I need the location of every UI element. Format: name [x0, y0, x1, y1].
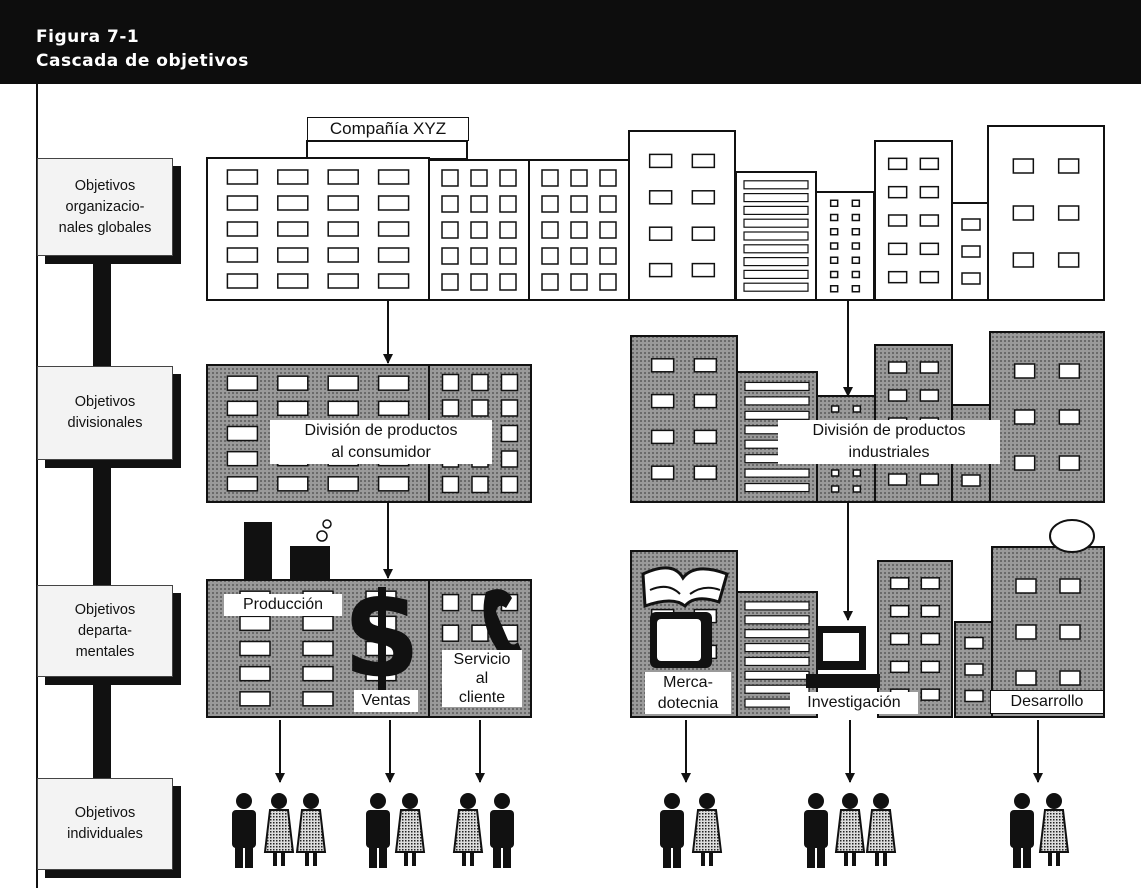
building-icon [989, 331, 1105, 503]
building-icon [815, 191, 875, 301]
person-icon [366, 793, 390, 868]
division-industrial-label: División de productos industriales [778, 420, 1000, 464]
dept-mercadotecnia-label: Merca- dotecnia [645, 672, 731, 714]
tv-icon [650, 612, 712, 668]
dollar-sign-icon: S [344, 577, 420, 700]
figure-frame [36, 84, 1141, 888]
svg-text:S: S [344, 577, 420, 700]
chimney-icon [290, 546, 330, 582]
building-icon [306, 140, 468, 160]
person-icon [691, 793, 723, 866]
building-icon [628, 130, 736, 301]
person-icon [295, 793, 327, 866]
thought-bubble-icon [1049, 519, 1095, 553]
building-icon [987, 125, 1105, 301]
person-icon [232, 793, 256, 868]
person-icon [452, 793, 484, 866]
division-consumer-label: División de productos al consumidor [270, 420, 492, 464]
level-individual: Objetivos individuales [37, 778, 173, 870]
person-icon [394, 793, 426, 866]
smoke-icon [322, 519, 332, 529]
building-icon [736, 591, 818, 718]
level-organizational: Objetivos organizacio- nales globales [37, 158, 173, 256]
figure-header: Figura 7-1 Cascada de objetivos [0, 0, 1141, 84]
person-icon [660, 793, 684, 868]
person-icon [865, 793, 897, 866]
building-icon [877, 560, 953, 718]
building-icon [991, 546, 1105, 718]
dept-ventas-label: Ventas [354, 690, 418, 712]
smoke-icon [316, 530, 328, 542]
building-icon [874, 140, 953, 301]
company-label: Compañía XYZ [307, 117, 469, 141]
dept-investigacion-label: Investigación [790, 692, 918, 714]
dept-desarrollo-label: Desarrollo [990, 690, 1104, 714]
person-icon [834, 793, 866, 866]
dept-servicio-label: Servicio al cliente [442, 650, 522, 707]
person-icon [490, 793, 514, 868]
building-icon [206, 157, 430, 301]
building-icon [428, 159, 530, 301]
figure-title: Cascada de objetivos [36, 51, 249, 71]
person-icon [804, 793, 828, 868]
figure-number: Figura 7-1 [36, 27, 140, 47]
building-icon [630, 335, 738, 503]
telephone-icon [483, 589, 522, 660]
chimney-icon [244, 522, 272, 582]
book-icon [641, 566, 729, 609]
dept-produccion-label: Producción [224, 594, 342, 616]
person-icon [1038, 793, 1070, 866]
building-icon [528, 159, 630, 301]
building-icon [735, 171, 817, 301]
building-icon [736, 371, 818, 503]
level-divisional: Objetivos divisionales [37, 366, 173, 460]
person-icon [1010, 793, 1034, 868]
computer-icon [806, 626, 880, 688]
level-departmental: Objetivos departa- mentales [37, 585, 173, 677]
person-icon [263, 793, 295, 866]
